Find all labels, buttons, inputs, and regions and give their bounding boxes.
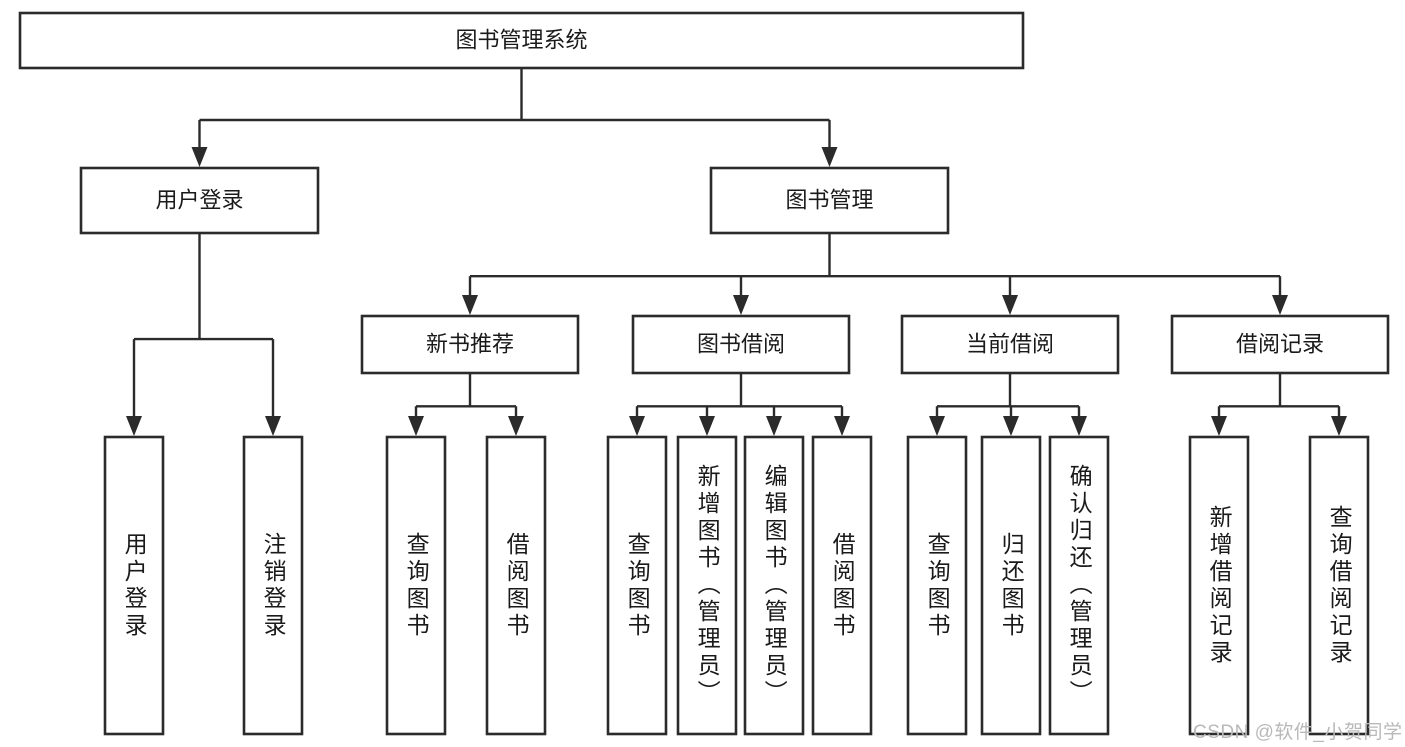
arrow-head-icon bbox=[408, 416, 424, 436]
arrow-head-icon bbox=[834, 416, 850, 436]
node-box-new-book-recommend[interactable] bbox=[360, 314, 580, 375]
node-user-login[interactable]: 用户登录 bbox=[79, 166, 320, 235]
edge-group-user-login bbox=[126, 233, 281, 436]
node-box-leaf-query-book-2[interactable] bbox=[606, 435, 668, 736]
arrow-head-icon bbox=[699, 416, 715, 436]
arrow-head-icon bbox=[821, 147, 838, 167]
node-leaf-query-record[interactable] bbox=[1308, 435, 1370, 736]
node-label-book-manage: 图书管理 bbox=[785, 187, 873, 212]
node-leaf-query-book-1[interactable] bbox=[385, 435, 447, 736]
edge-group-book-manage bbox=[462, 233, 1288, 315]
arrow-head-icon bbox=[629, 416, 645, 436]
node-box-leaf-borrow-book-1[interactable] bbox=[485, 435, 547, 736]
node-leaf-add-record[interactable] bbox=[1188, 435, 1250, 736]
node-box-book-manage[interactable] bbox=[709, 166, 950, 235]
node-box-borrow-record[interactable] bbox=[1170, 314, 1390, 375]
node-box-leaf-add-book[interactable] bbox=[676, 435, 738, 736]
arrow-head-icon bbox=[1002, 295, 1018, 315]
node-book-manage[interactable]: 图书管理 bbox=[709, 166, 950, 235]
arrow-head-icon bbox=[733, 295, 749, 315]
node-leaf-query-book-2[interactable] bbox=[606, 435, 668, 736]
node-box-root[interactable] bbox=[18, 11, 1025, 70]
node-leaf-return-book[interactable] bbox=[980, 435, 1042, 736]
node-label-new-book-recommend: 新书推荐 bbox=[426, 331, 514, 356]
node-book-borrow[interactable]: 图书借阅 bbox=[631, 314, 851, 375]
node-box-leaf-return-book[interactable] bbox=[980, 435, 1042, 736]
arrow-head-icon bbox=[1211, 416, 1227, 436]
node-leaf-user-logout[interactable] bbox=[242, 435, 304, 736]
edge-group-new-book-recommend bbox=[408, 373, 524, 436]
node-leaf-query-book-3[interactable] bbox=[906, 435, 968, 736]
edge-group-root bbox=[191, 68, 838, 167]
node-label-current-borrow: 当前借阅 bbox=[966, 331, 1054, 356]
node-leaf-borrow-book-2[interactable] bbox=[811, 435, 873, 736]
node-label-borrow-record: 借阅记录 bbox=[1236, 331, 1324, 356]
node-current-borrow[interactable]: 当前借阅 bbox=[900, 314, 1120, 375]
arrow-head-icon bbox=[1071, 416, 1087, 436]
node-new-book-recommend[interactable]: 新书推荐 bbox=[360, 314, 580, 375]
arrow-head-icon bbox=[766, 416, 782, 436]
edge-group-borrow-record bbox=[1211, 373, 1347, 436]
arrow-head-icon bbox=[508, 416, 524, 436]
arrow-head-icon bbox=[462, 295, 478, 315]
node-box-leaf-query-record[interactable] bbox=[1308, 435, 1370, 736]
node-leaf-user-login[interactable] bbox=[103, 435, 165, 736]
arrow-head-icon bbox=[1003, 416, 1019, 436]
arrow-head-icon bbox=[1272, 295, 1288, 315]
node-label-book-borrow: 图书借阅 bbox=[697, 331, 785, 356]
edge-group-book-borrow bbox=[629, 373, 850, 436]
arrow-head-icon bbox=[191, 147, 208, 167]
node-leaf-add-book[interactable] bbox=[676, 435, 738, 736]
node-box-leaf-user-login[interactable] bbox=[103, 435, 165, 736]
edge-group-current-borrow bbox=[929, 373, 1087, 436]
arrow-head-icon bbox=[929, 416, 945, 436]
edges-layer bbox=[126, 68, 1347, 436]
node-box-leaf-borrow-book-2[interactable] bbox=[811, 435, 873, 736]
node-box-leaf-add-record[interactable] bbox=[1188, 435, 1250, 736]
node-leaf-edit-book[interactable] bbox=[743, 435, 805, 736]
node-box-leaf-query-book-3[interactable] bbox=[906, 435, 968, 736]
node-box-user-login[interactable] bbox=[79, 166, 320, 235]
node-box-leaf-edit-book[interactable] bbox=[743, 435, 805, 736]
node-box-leaf-user-logout[interactable] bbox=[242, 435, 304, 736]
arrow-head-icon bbox=[1331, 416, 1347, 436]
arrow-head-icon bbox=[265, 416, 281, 436]
node-label-root: 图书管理系统 bbox=[455, 27, 587, 52]
node-box-book-borrow[interactable] bbox=[631, 314, 851, 375]
node-borrow-record[interactable]: 借阅记录 bbox=[1170, 314, 1390, 375]
node-leaf-confirm-return[interactable] bbox=[1048, 435, 1110, 736]
node-box-leaf-confirm-return[interactable] bbox=[1048, 435, 1110, 736]
node-box-leaf-query-book-1[interactable] bbox=[385, 435, 447, 736]
node-root[interactable]: 图书管理系统 bbox=[18, 11, 1025, 70]
arrow-head-icon bbox=[126, 416, 142, 436]
node-label-user-login: 用户登录 bbox=[155, 187, 243, 212]
node-leaf-borrow-book-1[interactable] bbox=[485, 435, 547, 736]
node-box-current-borrow[interactable] bbox=[900, 314, 1120, 375]
